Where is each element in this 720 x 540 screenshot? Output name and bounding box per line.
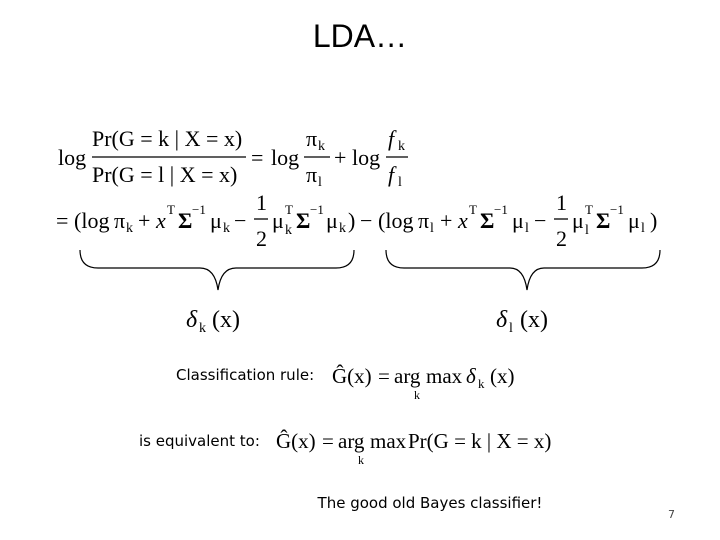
underbrace-delta-l — [385, 249, 661, 291]
posterior-expression: Pr(G = k | X = x) — [408, 429, 551, 453]
superscript-T: T — [285, 202, 293, 217]
plus-sign: + — [440, 208, 452, 233]
open-log: (log — [378, 208, 413, 233]
underbrace-delta-k — [79, 249, 355, 291]
mu-symbol: μ — [512, 208, 524, 233]
delta-k-argument: (x) — [212, 307, 240, 333]
subscript-k: k — [318, 139, 325, 154]
x-symbol: x — [155, 208, 166, 233]
delta-symbol: δ — [466, 364, 477, 388]
log-text: log — [58, 145, 86, 170]
pi-l-symbol: π — [306, 162, 317, 187]
log-text: log — [352, 145, 380, 170]
superscript-inverse: −1 — [494, 202, 508, 217]
subscript-l: l — [525, 221, 529, 236]
subscript-l: l — [318, 175, 322, 190]
sigma-symbol: Σ — [480, 208, 494, 233]
mu-symbol: μ — [326, 208, 338, 233]
minus-sign: − — [234, 208, 246, 233]
mu-symbol: μ — [572, 208, 584, 233]
subscript-l: l — [641, 221, 645, 236]
denominator-two: 2 — [256, 226, 267, 251]
g-hat-x: Ĝ(x) — [332, 364, 372, 388]
pi-symbol: π — [114, 208, 125, 233]
subscript-k: k — [478, 376, 485, 391]
arg-text: arg — [338, 429, 365, 453]
posterior-numerator: Pr(G = k | X = x) — [92, 126, 242, 151]
sigma-symbol: Σ — [596, 208, 610, 233]
posterior-denominator: Pr(G = l | X = x) — [92, 162, 237, 187]
subscript-k: k — [285, 223, 292, 238]
superscript-T: T — [167, 202, 175, 217]
equals-sign: = — [378, 364, 390, 388]
plus-sign: + — [138, 208, 150, 233]
minus-sign: − — [360, 208, 372, 233]
close-paren: ) — [650, 208, 657, 233]
slide-title: LDA… — [312, 18, 408, 54]
delta-k-symbol: δ — [186, 307, 198, 333]
g-hat-x: Ĝ(x) — [276, 429, 316, 453]
superscript-inverse: −1 — [192, 202, 206, 217]
minus-sign: − — [534, 208, 546, 233]
delta-l-symbol: δ — [496, 307, 508, 333]
equals-sign: = — [322, 429, 334, 453]
subscript-l: l — [509, 321, 513, 336]
mu-symbol: μ — [210, 208, 222, 233]
f-k-symbol: f — [388, 126, 397, 151]
delta-argument: (x) — [490, 364, 515, 388]
x-symbol: x — [457, 208, 468, 233]
arg-text: arg — [394, 364, 421, 388]
subscript-k: k — [358, 453, 364, 467]
max-text: max — [426, 364, 463, 388]
f-l-symbol: f — [388, 162, 397, 187]
sigma-symbol: Σ — [296, 208, 310, 233]
subscript-k: k — [223, 221, 230, 236]
equals-sign: = — [251, 145, 263, 170]
superscript-inverse: −1 — [610, 202, 624, 217]
mu-symbol: μ — [628, 208, 640, 233]
plus-sign: + — [334, 145, 346, 170]
subscript-k: k — [339, 221, 346, 236]
pi-k-symbol: π — [306, 126, 317, 151]
sigma-symbol: Σ — [178, 208, 192, 233]
superscript-inverse: −1 — [310, 202, 324, 217]
page-number: 7 — [668, 508, 675, 521]
classification-rule-label: Classification rule: — [176, 366, 315, 384]
mu-symbol: μ — [272, 208, 284, 233]
log-text: log — [271, 145, 299, 170]
subscript-l: l — [585, 223, 589, 238]
equivalent-label: is equivalent to: — [139, 432, 260, 450]
open-log: (log — [74, 208, 109, 233]
subscript-l: l — [398, 175, 402, 190]
delta-l-argument: (x) — [520, 307, 548, 333]
numerator-one: 1 — [556, 190, 567, 215]
numerator-one: 1 — [256, 190, 267, 215]
footer-text: The good old Bayes classifier! — [317, 494, 543, 512]
denominator-two: 2 — [556, 226, 567, 251]
equals-sign: = — [56, 208, 68, 233]
superscript-T: T — [469, 202, 477, 217]
max-text: max — [370, 429, 407, 453]
close-paren: ) — [348, 208, 355, 233]
subscript-k: k — [199, 321, 206, 336]
subscript-l: l — [430, 221, 434, 236]
pi-symbol: π — [418, 208, 429, 233]
subscript-k: k — [398, 139, 405, 154]
subscript-k: k — [126, 221, 133, 236]
subscript-k: k — [414, 388, 420, 402]
superscript-T: T — [585, 202, 593, 217]
